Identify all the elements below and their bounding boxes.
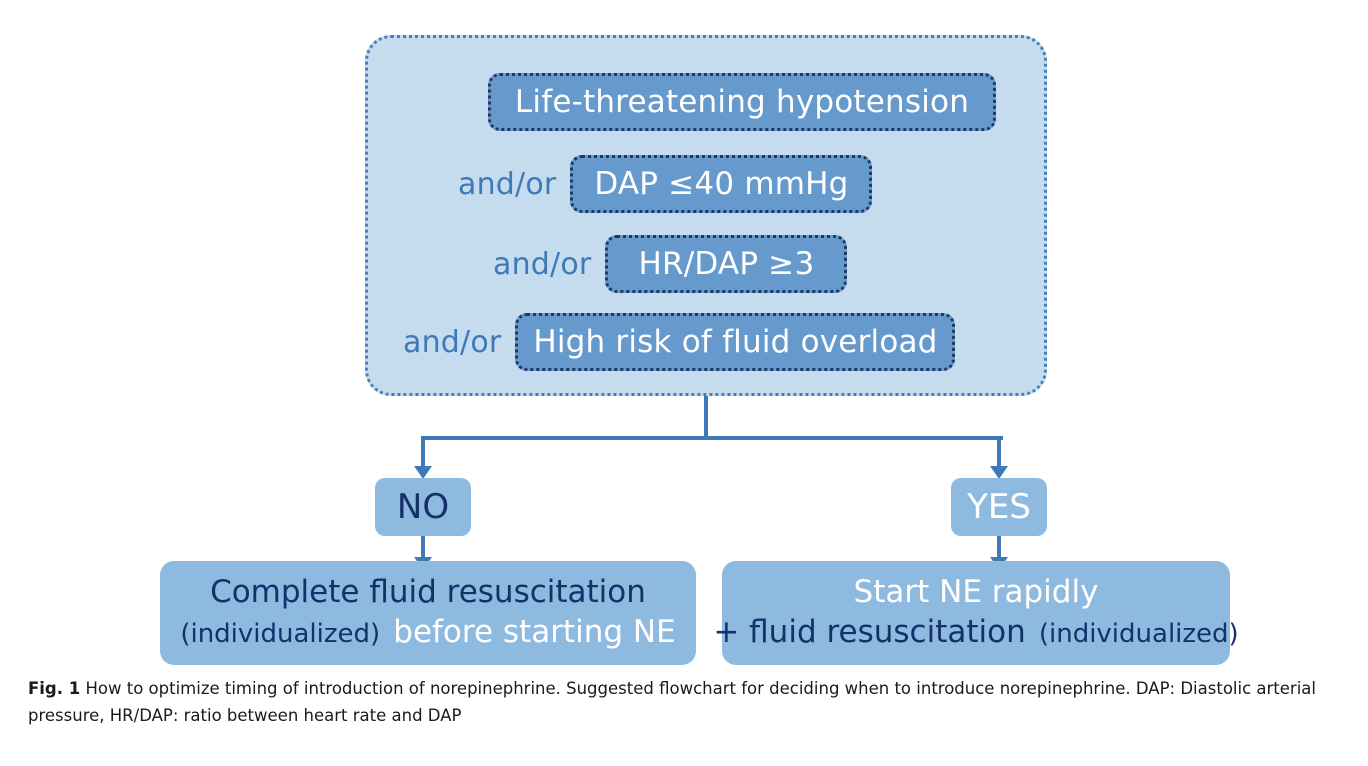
criteria-box-life-threatening-hypotension: Life-threatening hypotension <box>488 73 996 131</box>
criteria-row-2: and/or DAP ≤40 mmHg <box>458 155 873 213</box>
criteria-box-fluid-overload-risk: High risk of fluid overload <box>515 313 956 371</box>
outcome-right-individualized-text: (individualized) <box>1038 619 1239 649</box>
figure-caption: Fig. 1 How to optimize timing of introdu… <box>28 676 1343 729</box>
connector-drop-yes <box>997 436 1001 468</box>
outcome-left-line-2: (individualized) before starting NE <box>180 613 675 653</box>
criteria-row-1: Life-threatening hypotension <box>488 73 996 131</box>
outcome-left-line-1-text: Complete fluid resuscitation <box>210 574 646 611</box>
criteria-row-3: and/or HR/DAP ≥3 <box>493 235 848 293</box>
connector-horizontal-bus <box>423 436 1003 440</box>
outcome-right-line-1: Start NE rapidly <box>854 573 1099 613</box>
outcome-right-line-2: + fluid resuscitation (individualized) <box>713 613 1238 653</box>
outcome-left-individualized-text: (individualized) <box>180 619 381 649</box>
outcome-right-start-ne-text: Start NE rapidly <box>853 574 1099 611</box>
outcome-box-yes-branch: Start NE rapidly + fluid resuscitation (… <box>713 561 1239 665</box>
outcome-right-fluid-resuscitation-text: + fluid resuscitation <box>713 614 1026 650</box>
decision-chip-yes: YES <box>951 478 1047 536</box>
and-or-label-4: and/or <box>403 324 502 360</box>
outcome-box-no-branch: Complete fluid resuscitation (individual… <box>160 561 696 665</box>
connector-yes-to-outcome <box>997 535 1001 559</box>
outcome-left-before-starting-text: before starting NE <box>393 614 676 650</box>
connector-drop-no <box>421 436 425 468</box>
criteria-group-container: Life-threatening hypotension and/or DAP … <box>365 35 1047 396</box>
criteria-row-4: and/or High risk of fluid overload <box>403 313 956 371</box>
criteria-box-dap: DAP ≤40 mmHg <box>570 155 873 213</box>
and-or-label-3: and/or <box>493 246 592 282</box>
arrow-head-to-yes <box>990 466 1008 479</box>
outcome-left-line-1: Complete fluid resuscitation <box>210 573 646 613</box>
figure-caption-text: How to optimize timing of introduction o… <box>28 679 1316 725</box>
connector-no-to-outcome <box>421 535 425 559</box>
arrow-head-to-no <box>414 466 432 479</box>
and-or-label-2: and/or <box>458 166 557 202</box>
criteria-box-hr-dap-ratio: HR/DAP ≥3 <box>605 235 848 293</box>
figure-caption-label: Fig. 1 <box>28 679 81 698</box>
connector-stem <box>704 396 708 440</box>
decision-chip-no: NO <box>375 478 471 536</box>
